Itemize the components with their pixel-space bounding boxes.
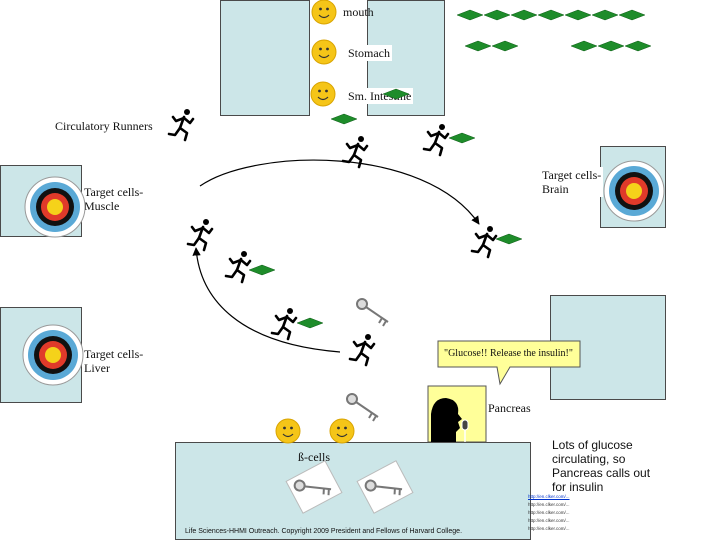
target-icon [603, 160, 665, 222]
label-circulatory-runners: Circulatory Runners [55, 119, 153, 133]
glucose-icon [448, 132, 476, 144]
target-icon [24, 176, 86, 238]
glucose-icon [456, 9, 484, 21]
smiley-icon [329, 418, 355, 444]
circulation-arrow [199, 159, 480, 225]
speech-bubble [437, 340, 581, 386]
label-target-liver: Target cells- Liver [84, 347, 144, 375]
glucose-icon [618, 9, 646, 21]
glucose-icon [330, 113, 358, 125]
label-mouth: mouth [343, 5, 374, 19]
glucose-icon [564, 9, 592, 21]
runner-icon [186, 217, 214, 252]
runner-icon [167, 107, 195, 142]
label-stomach: Stomach [346, 45, 392, 61]
mouth-box [220, 0, 310, 116]
speech-text: "Glucose!! Release the insulin!" [444, 348, 573, 359]
credit-line: http://en.clker.com/... [528, 526, 570, 531]
right-target-box [550, 295, 666, 400]
runner-icon [270, 306, 298, 341]
smiley-icon [311, 39, 337, 65]
runner-icon [224, 249, 252, 284]
key-card [356, 460, 414, 514]
glucose-icon [248, 264, 276, 276]
credit-line[interactable]: http://en.clker.com/... [528, 494, 570, 499]
glucose-icon [495, 233, 523, 245]
circulation-arrow [192, 247, 341, 353]
glucose-icon [491, 40, 519, 52]
pancreas-speaker-icon [427, 385, 487, 443]
glucose-icon [537, 9, 565, 21]
credit-line: http://en.clker.com/... [528, 502, 570, 507]
beta-cells-box [175, 442, 531, 540]
smiley-icon [275, 418, 301, 444]
copyright-text: Life Sciences-HHMI Outreach. Copyright 2… [185, 528, 463, 535]
key-icon [346, 393, 379, 422]
label-target-brain: Target cells- Brain [540, 167, 604, 197]
label-target-muscle: Target cells- Muscle [84, 185, 144, 213]
glucose-icon [570, 40, 598, 52]
glucose-icon [624, 40, 652, 52]
smiley-icon [310, 81, 336, 107]
glucose-icon [510, 9, 538, 21]
glucose-icon [296, 317, 324, 329]
key-icon [356, 298, 389, 327]
target-icon [22, 324, 84, 386]
glucose-icon [464, 40, 492, 52]
credit-line: http://en.clker.com/... [528, 510, 570, 515]
glucose-icon [591, 9, 619, 21]
smiley-icon [311, 0, 337, 25]
runner-icon [422, 122, 450, 157]
runner-icon [470, 224, 498, 259]
glucose-icon [597, 40, 625, 52]
pancreas-note: Lots of glucose circulating, so Pancreas… [552, 438, 651, 494]
label-pancreas: Pancreas [488, 401, 531, 415]
glucose-icon [382, 88, 410, 100]
credit-line: http://en.clker.com/... [528, 518, 570, 523]
glucose-icon [483, 9, 511, 21]
label-beta-cells: ß-cells [298, 450, 330, 464]
key-card [285, 460, 343, 514]
runner-icon [348, 332, 376, 367]
